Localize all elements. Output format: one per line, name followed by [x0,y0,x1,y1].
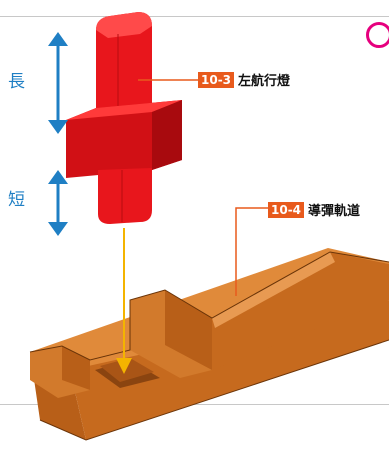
callout-10-3-text: 左航行燈 [238,74,291,89]
missile-rail-part [29,248,389,441]
callout-10-4-text: 導彈軌道 [308,204,361,219]
short-label: 短 [8,190,25,210]
short-dimension-arrow [48,170,68,236]
long-dimension-arrow [48,32,68,134]
callout-10-4-number: 10-4 [268,201,305,218]
left-navigation-light-part [66,12,182,224]
callout-10-3-number: 10-3 [198,71,235,88]
corner-badge-circle [366,22,389,48]
callout-10-4-leader [235,207,268,296]
callout-10-3: 10-3 左航行燈 [198,70,290,89]
insertion-arrow [116,228,132,374]
top-divider-line [0,16,389,17]
callout-10-4: 10-4 導彈軌道 [268,200,360,219]
long-label: 長 [8,72,25,92]
